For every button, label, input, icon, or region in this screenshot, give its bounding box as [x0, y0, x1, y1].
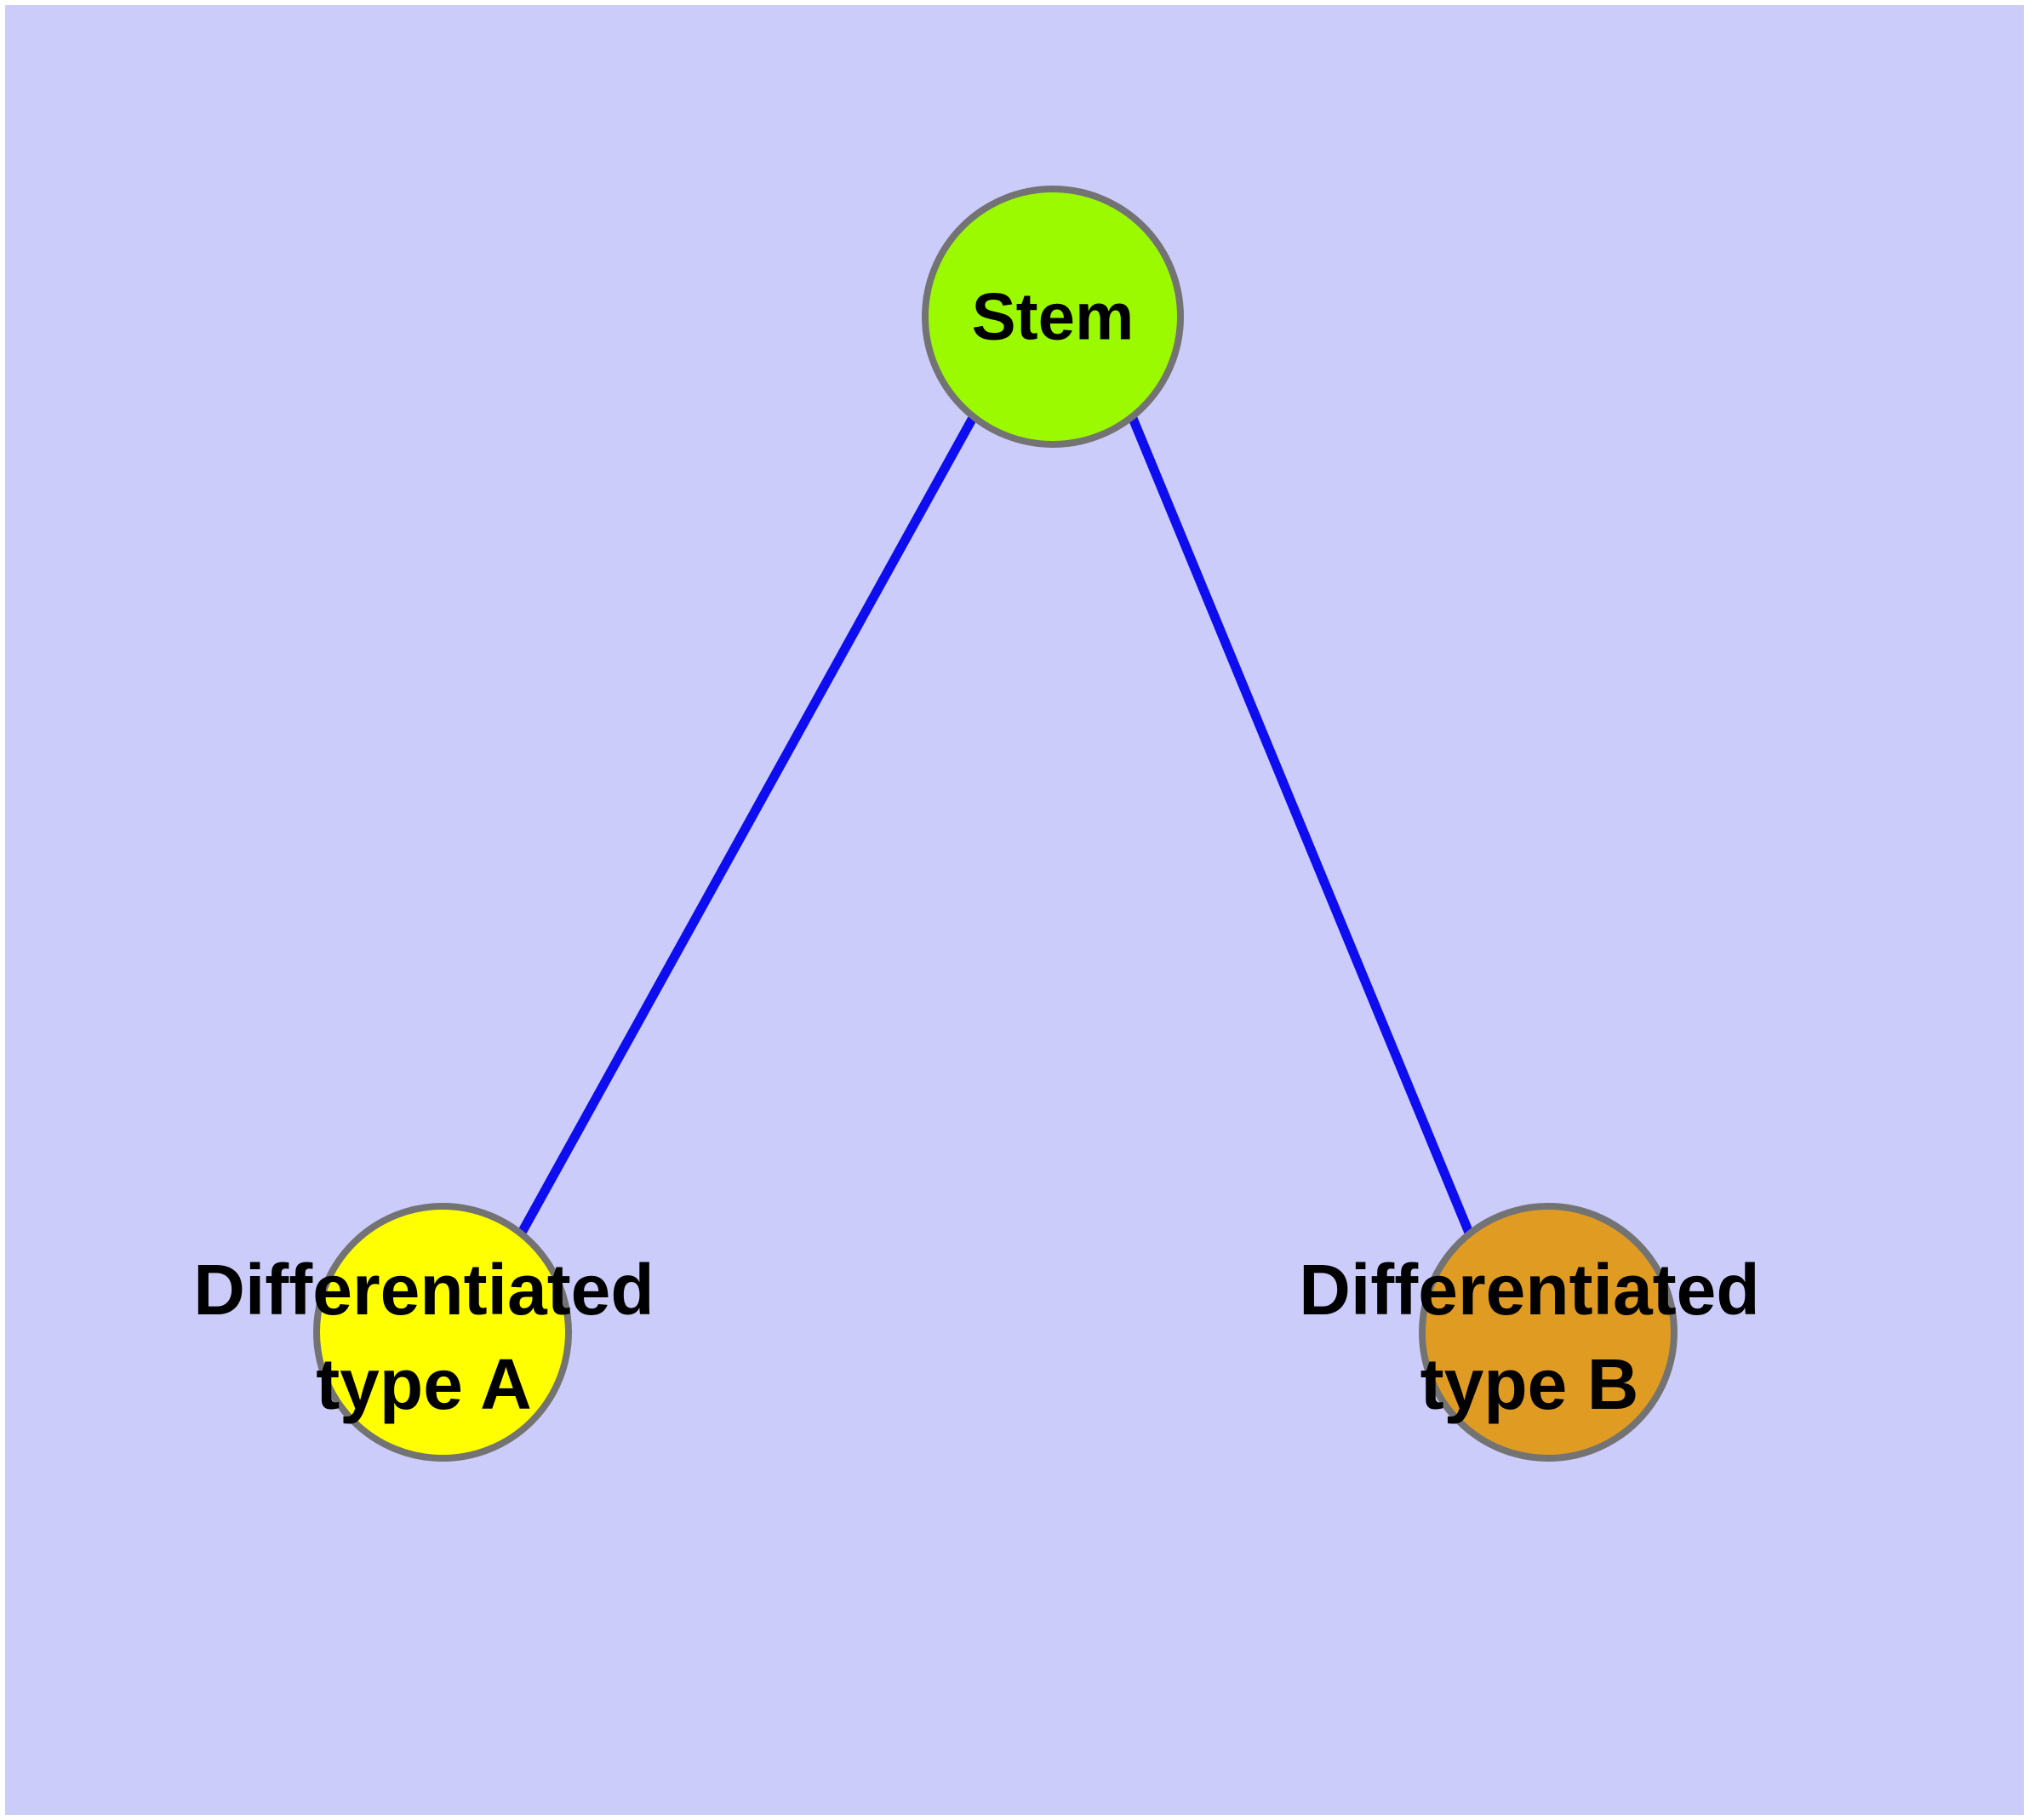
- node-differentiated-type-b-circle[interactable]: [1419, 1203, 1677, 1462]
- node-label-layer: Differentiated type A Differentiated typ…: [193, 1250, 1759, 1424]
- node-differentiated-type-a-label-line2: type A: [316, 1344, 532, 1424]
- node-stem-label: Stem: [972, 279, 1135, 354]
- node-layer: Stem: [313, 186, 1677, 1462]
- node-differentiated-type-a[interactable]: [313, 1203, 572, 1462]
- node-stem-circle[interactable]: [922, 186, 1184, 448]
- node-stem[interactable]: Stem: [922, 186, 1184, 448]
- edge-layer: [517, 414, 1474, 1235]
- node-differentiated-type-b-label-line2: type B: [1420, 1344, 1639, 1424]
- edge-stem-to-differentiated-type-a[interactable]: [517, 414, 978, 1235]
- edge-stem-to-differentiated-type-b[interactable]: [1127, 414, 1474, 1235]
- node-differentiated-type-a-label-line1: Differentiated: [193, 1250, 654, 1330]
- node-differentiated-type-a-circle[interactable]: [313, 1203, 572, 1462]
- node-differentiated-type-b[interactable]: [1419, 1203, 1677, 1462]
- node-differentiated-type-b-label-line1: Differentiated: [1299, 1250, 1759, 1330]
